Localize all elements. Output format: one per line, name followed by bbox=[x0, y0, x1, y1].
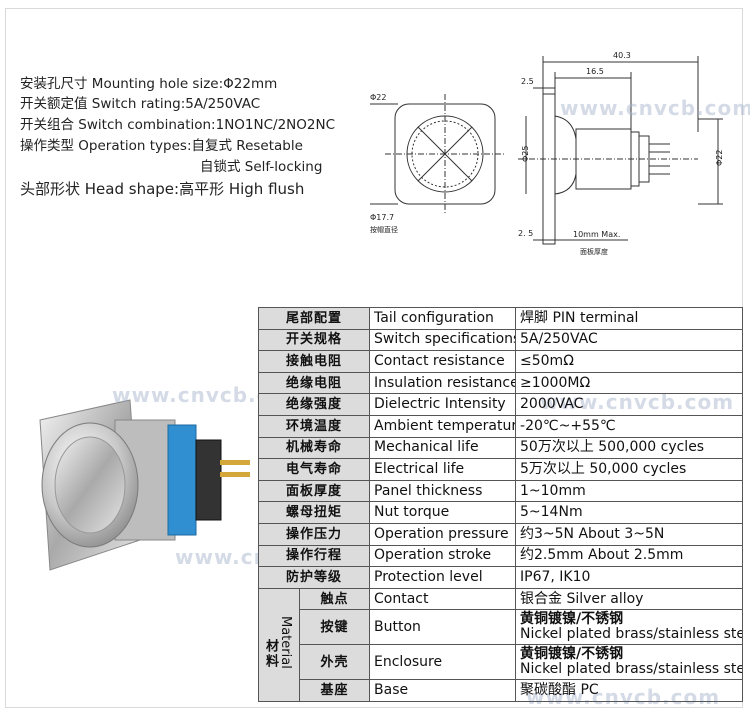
row-label-zh: 触点 bbox=[298, 587, 371, 611]
table-row: 防护等级 Protection level IP67, IK10 bbox=[257, 566, 744, 589]
row-label-zh: 环境温度 bbox=[257, 414, 371, 438]
dim-right: Φ22 bbox=[715, 150, 724, 166]
table-row: 环境温度 Ambient temperature -20℃~+55℃ bbox=[257, 414, 744, 438]
table-row: 操作压力 Operation pressure 约3~5N About 3~5N bbox=[257, 522, 744, 546]
row-label-zh: 面板厚度 bbox=[257, 479, 371, 503]
row-label-en: Switch specifications bbox=[369, 328, 517, 352]
table-row: 材料Material 触点 Contact 银合金 Silver alloy bbox=[258, 587, 744, 702]
dim-head: 2.5 bbox=[521, 77, 534, 86]
panel-zh: 面板厚度 bbox=[580, 247, 608, 256]
row-label-en: Nut torque bbox=[369, 501, 517, 524]
dim-body: 16.5 bbox=[586, 67, 604, 76]
spec-operation-types: 操作类型 Operation types:自复式 Resetable bbox=[20, 138, 303, 154]
hole-zh: 按帽直径 bbox=[370, 225, 398, 234]
row-label-en: Insulation resistance bbox=[369, 371, 517, 395]
technical-drawing: 40.3 16.5 2.5 2. 5 Φ22 Φ17.7 Φ25 Φ22 10m… bbox=[370, 51, 724, 256]
table-row: 外壳 Enclosure 黄铜镀镍/不锈钢 Nickel plated bras… bbox=[259, 644, 744, 681]
material-label-en: Material bbox=[278, 616, 293, 670]
row-label-zh: 操作行程 bbox=[257, 544, 371, 568]
row-value: 5A/250VAC bbox=[515, 328, 744, 352]
row-label-zh: 防护等级 bbox=[257, 566, 371, 589]
table-row: 尾部配置 Tail configuration 焊脚 PIN terminal bbox=[257, 307, 744, 330]
spec-head-shape: 头部形状 Head shape:高平形 High flush bbox=[20, 180, 305, 198]
spec-switch-rating: 开关额定值 Switch rating:5A/250VAC bbox=[20, 96, 261, 112]
spec-table: 尾部配置 Tail configuration 焊脚 PIN terminal … bbox=[257, 307, 744, 702]
row-label-en: Button bbox=[369, 609, 517, 646]
row-label-en: Enclosure bbox=[369, 644, 517, 681]
table-row: 开关规格 Switch specifications 5A/250VAC bbox=[257, 328, 744, 352]
table-row: 面板厚度 Panel thickness 1~10mm bbox=[257, 479, 744, 503]
row-label-zh: 基座 bbox=[298, 679, 371, 702]
row-label-en: Protection level bbox=[369, 566, 517, 589]
spec-switch-combination: 开关组合 Switch combination:1NO1NC/2NO2NC bbox=[20, 117, 336, 133]
row-label-zh: 接触电阻 bbox=[257, 350, 371, 373]
material-label-zh: 材料 bbox=[263, 639, 278, 670]
row-value: 5~14Nm bbox=[515, 501, 744, 524]
table-row: 绝缘强度 Dielectric Intensity 2000VAC bbox=[257, 393, 744, 416]
table-row: 机械寿命 Mechanical life 50万次以上 500,000 cycl… bbox=[257, 436, 744, 460]
row-label-en: Operation stroke bbox=[369, 544, 517, 568]
table-row: 按键 Button 黄铜镀镍/不锈钢 Nickel plated brass/s… bbox=[259, 609, 744, 646]
row-label-zh: 操作压力 bbox=[257, 522, 371, 546]
row-value: 1~10mm bbox=[515, 479, 744, 503]
row-label-zh: 绝缘强度 bbox=[257, 393, 371, 416]
row-label-en: Panel thickness bbox=[369, 479, 517, 503]
row-label-en: Mechanical life bbox=[369, 436, 517, 460]
row-label-en: Contact bbox=[369, 587, 517, 611]
value-zh: 黄铜镀镍/不锈钢 bbox=[520, 611, 624, 628]
row-label-en: Contact resistance bbox=[369, 350, 517, 373]
row-label-en: Ambient temperature bbox=[369, 414, 517, 438]
row-value: 约3~5N About 3~5N bbox=[515, 522, 744, 546]
row-label-zh: 按键 bbox=[298, 609, 371, 646]
row-label-zh: 尾部配置 bbox=[257, 307, 371, 330]
table-row: 操作行程 Operation stroke 约2.5mm About 2.5mm bbox=[257, 544, 744, 568]
row-value: -20℃~+55℃ bbox=[515, 414, 744, 438]
row-value: 聚碳酸酯 PC bbox=[515, 679, 744, 702]
row-value: 50万次以上 500,000 cycles bbox=[515, 436, 744, 460]
dim-phi17: Φ17.7 bbox=[370, 213, 394, 222]
dim-phi-face: Φ25 bbox=[521, 146, 530, 162]
row-label-en: Electrical life bbox=[369, 458, 517, 481]
row-value: IP67, IK10 bbox=[515, 566, 744, 589]
row-value: 2000VAC bbox=[515, 393, 744, 416]
panel-label: 10mm Max. bbox=[573, 230, 620, 239]
material-header: 材料Material bbox=[258, 587, 300, 702]
table-row: 基座 Base 聚碳酸酯 PC bbox=[259, 679, 744, 702]
row-label-en: Tail configuration bbox=[369, 307, 517, 330]
row-label-en: Base bbox=[369, 679, 517, 702]
value-en: Nickel plated brass/stainless steel bbox=[520, 626, 743, 643]
row-label-zh: 机械寿命 bbox=[257, 436, 371, 460]
row-value: 银合金 Silver alloy bbox=[515, 587, 744, 611]
row-label-zh: 外壳 bbox=[298, 644, 371, 681]
row-value: 黄铜镀镍/不锈钢 Nickel plated brass/stainless s… bbox=[515, 644, 744, 681]
row-value: 约2.5mm About 2.5mm bbox=[515, 544, 744, 568]
row-value: 焊脚 PIN terminal bbox=[515, 307, 744, 330]
row-label-en: Operation pressure bbox=[369, 522, 517, 546]
dim-total: 40.3 bbox=[613, 51, 631, 60]
row-value: 5万次以上 50,000 cycles bbox=[515, 458, 744, 481]
table-row: 电气寿命 Electrical life 5万次以上 50,000 cycles bbox=[257, 458, 744, 481]
row-value: ≥1000MΩ bbox=[515, 371, 744, 395]
row-value: 黄铜镀镍/不锈钢 Nickel plated brass/stainless s… bbox=[515, 609, 744, 646]
row-label-zh: 开关规格 bbox=[257, 328, 371, 352]
value-zh: 黄铜镀镍/不锈钢 bbox=[520, 646, 624, 663]
spec-mounting-hole: 安装孔尺寸 Mounting hole size:Φ22mm bbox=[20, 76, 278, 92]
spec-self-locking: 自锁式 Self-locking bbox=[200, 159, 323, 175]
dim-base: 2. 5 bbox=[518, 229, 533, 238]
dim-phi22: Φ22 bbox=[370, 93, 386, 102]
row-label-zh: 绝缘电阻 bbox=[257, 371, 371, 395]
row-value: ≤50mΩ bbox=[515, 350, 744, 373]
table-row: 绝缘电阻 Insulation resistance ≥1000MΩ bbox=[257, 371, 744, 395]
row-label-zh: 螺母扭矩 bbox=[257, 501, 371, 524]
row-label-zh: 电气寿命 bbox=[257, 458, 371, 481]
value-en: Nickel plated brass/stainless steel bbox=[520, 661, 743, 678]
table-row: 螺母扭矩 Nut torque 5~14Nm bbox=[257, 501, 744, 524]
table-row: 接触电阻 Contact resistance ≤50mΩ bbox=[257, 350, 744, 373]
product-photo bbox=[39, 399, 250, 571]
row-label-en: Dielectric Intensity bbox=[369, 393, 517, 416]
